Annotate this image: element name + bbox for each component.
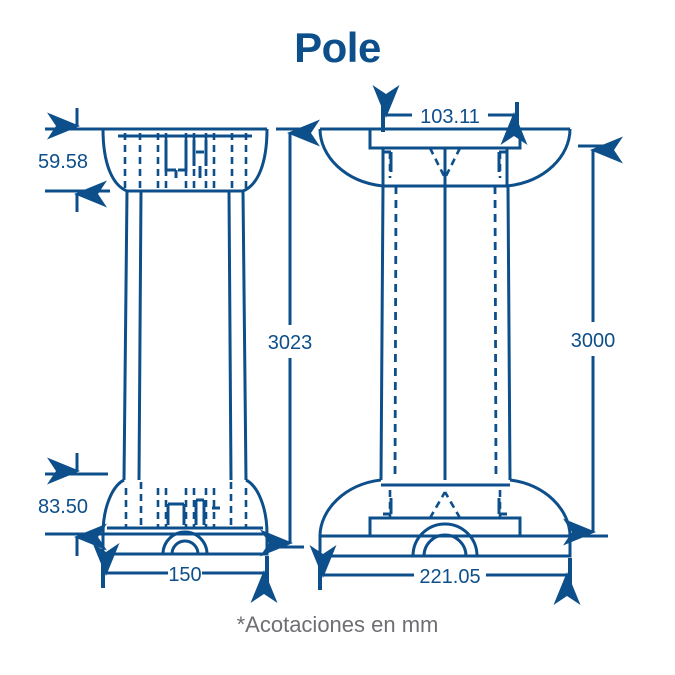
dimension-overall-height-left: 3023 [260, 119, 320, 557]
left-top-cap [101, 127, 269, 193]
dimension-label-base-width-left: 150 [168, 564, 201, 586]
right-top-notch-detail [383, 150, 507, 172]
left-column-shaft [122, 190, 248, 481]
right-column-shaft [379, 148, 512, 481]
right-base-v-detail [388, 490, 502, 519]
right-base-arch-notch [411, 522, 479, 557]
page-title: Pole [294, 24, 381, 71]
dimension-label-overall-height-right: 3000 [571, 330, 616, 352]
dimension-base-width-left: 150 [92, 543, 278, 603]
dimension-top-cap-width: 103.11 [372, 85, 528, 145]
dimension-label-top-cap-width: 103.11 [420, 106, 480, 128]
right-base-inner-box [368, 516, 522, 536]
dimension-label-base-width-right: 221.05 [419, 566, 480, 588]
dimension-overall-height-right: 3000 [563, 136, 623, 546]
units-footnote: *Acotaciones en mm [236, 612, 439, 637]
dimension-label-overall-height-left: 3023 [268, 332, 313, 354]
dimension-base-width-right: 221.05 [309, 545, 581, 605]
dimension-label-top-cap-height: 59.58 [38, 151, 88, 173]
right-shaft-hidden-lines [393, 185, 498, 481]
left-top-cap-inner-detail [118, 134, 252, 178]
dimension-base-height: 83.50 [38, 453, 108, 556]
left-base-arch-notch [161, 530, 209, 555]
dimension-label-base-height: 83.50 [38, 496, 88, 518]
left-base-hidden-detail [124, 482, 248, 528]
right-base-plate [318, 534, 572, 558]
left-base-inner-detail [166, 498, 220, 525]
right-view-geometry [318, 127, 572, 558]
dimension-top-cap-height: 59.58 [38, 108, 110, 212]
left-view-geometry [101, 127, 269, 556]
right-base-dome [318, 478, 572, 538]
left-base-plate [101, 532, 269, 556]
right-base-notch-detail [383, 498, 507, 516]
